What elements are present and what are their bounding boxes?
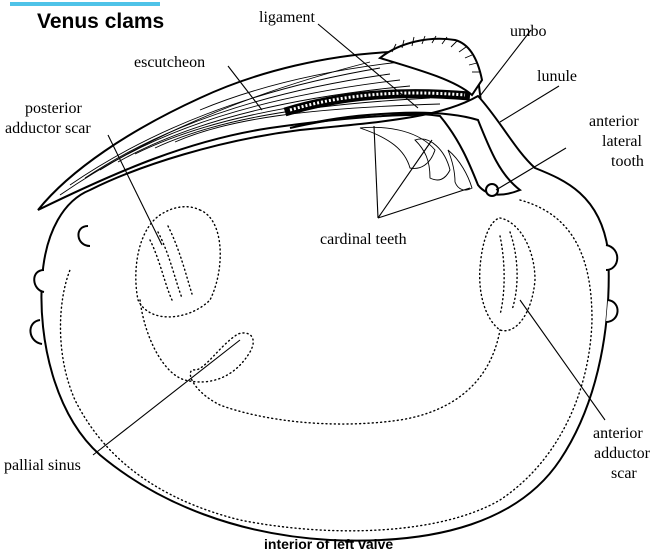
label-anterior-adductor-scar-3: scar xyxy=(611,465,637,482)
label-anterior-lateral-tooth-3: tooth xyxy=(611,153,644,170)
diagram-caption: interior of left valve xyxy=(264,536,393,552)
label-escutcheon: escutcheon xyxy=(134,54,205,71)
label-anterior-lateral-tooth-1: anterior xyxy=(589,113,639,130)
label-posterior-adductor-scar-2: adductor scar xyxy=(5,120,91,137)
label-ligament: ligament xyxy=(259,9,316,26)
diagram-title: Venus clams xyxy=(37,10,164,33)
label-lunule: lunule xyxy=(537,68,577,85)
label-cardinal-teeth: cardinal teeth xyxy=(320,231,407,248)
label-umbo: umbo xyxy=(510,23,546,40)
label-anterior-lateral-tooth-2: lateral xyxy=(602,133,643,150)
label-anterior-adductor-scar-1: anterior xyxy=(593,425,643,442)
title-bar xyxy=(10,2,160,6)
label-pallial-sinus: pallial sinus xyxy=(4,457,81,474)
label-posterior-adductor-scar-1: posterior xyxy=(25,100,83,117)
label-anterior-adductor-scar-2: adductor xyxy=(594,445,651,462)
